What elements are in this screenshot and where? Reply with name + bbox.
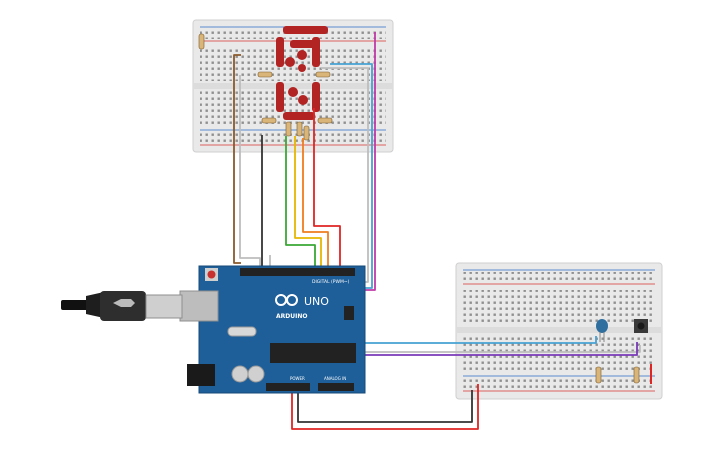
brand-label: ARDUINO [276,313,307,320]
usb-b-plug-icon [61,291,183,321]
wire-black-bottom [297,386,473,423]
segment-c [312,82,320,112]
wire-red-top [313,108,341,268]
wire-brown [233,54,241,264]
arduino-logo-icon [275,294,298,306]
wire-orange [302,138,329,268]
power-label: POWER [290,376,305,381]
right-resistors [595,366,640,384]
top-breadboard [192,19,394,153]
right-breadboard [455,262,663,400]
power-jack [187,364,215,386]
digital-header [240,268,355,276]
digital-header-label: DIGITAL (PWM~) [312,279,350,285]
wire-purple [268,342,638,356]
wire-red-bottom [291,384,479,430]
wire-cyan-right [275,336,597,344]
pushbutton [634,319,648,333]
model-label: UNO [304,295,329,308]
wire-yellow [294,136,322,268]
top-resistors [198,33,333,141]
wire-green [285,136,316,268]
seven-segment-display [276,26,328,120]
arduino-uno-board: ARDUINO UNO DIGITAL (PWM~) POWER ANALOG … [179,265,366,394]
segment-d [283,112,315,120]
blue-led [596,319,608,342]
segment-f [276,37,284,67]
analog-header-pins [318,383,354,391]
analog-label: ANALOG IN [324,376,346,381]
segment-e [276,82,284,112]
power-header-pins [266,383,310,391]
wire-white-left [239,75,261,270]
usb-port [179,290,219,322]
atmega-chip [270,343,356,363]
segment-a [283,26,328,34]
